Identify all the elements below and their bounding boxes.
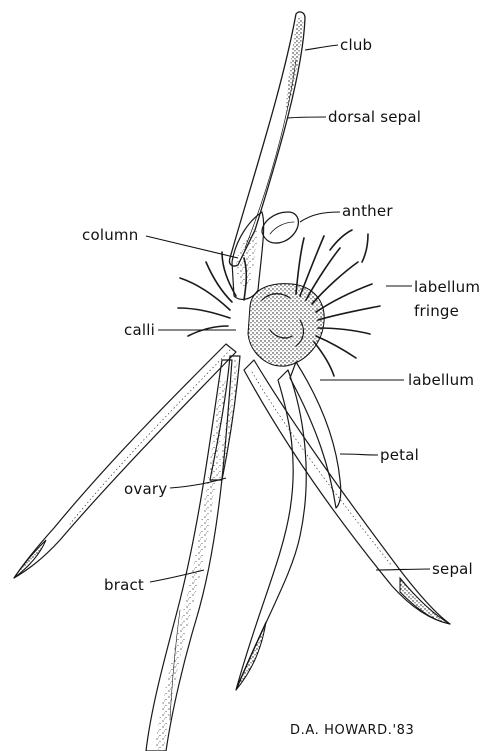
label-labellum-fringe-2: fringe	[414, 302, 459, 320]
label-petal: petal	[380, 446, 419, 464]
club-leader	[305, 45, 338, 50]
petal-shape	[236, 362, 341, 690]
petal-leader	[340, 454, 378, 455]
label-labellum: labellum	[408, 371, 474, 389]
label-sepal: sepal	[432, 560, 473, 578]
anther-shape	[262, 212, 298, 243]
stem-shape	[146, 360, 232, 751]
label-labellum-fringe-1: labellum	[414, 278, 480, 296]
calli-shape	[178, 252, 246, 336]
label-calli: calli	[124, 321, 155, 339]
label-club: club	[340, 36, 372, 54]
label-anther: anther	[342, 202, 393, 220]
sepal-leader	[376, 569, 430, 570]
label-ovary: ovary	[124, 480, 167, 498]
column-shape	[232, 212, 264, 299]
artist-signature: D.A. HOWARD.'83	[290, 723, 414, 738]
anther-leader	[300, 212, 340, 222]
right-lateral-sepal-shape	[244, 360, 450, 624]
dorsal-sepal-leader	[288, 117, 326, 118]
label-column: column	[82, 226, 138, 244]
label-dorsal-sepal: dorsal sepal	[328, 108, 421, 126]
column-leader	[146, 236, 238, 258]
label-bract: bract	[104, 576, 144, 594]
labellum-shape	[248, 284, 324, 367]
dorsal-sepal-shape	[229, 12, 305, 266]
